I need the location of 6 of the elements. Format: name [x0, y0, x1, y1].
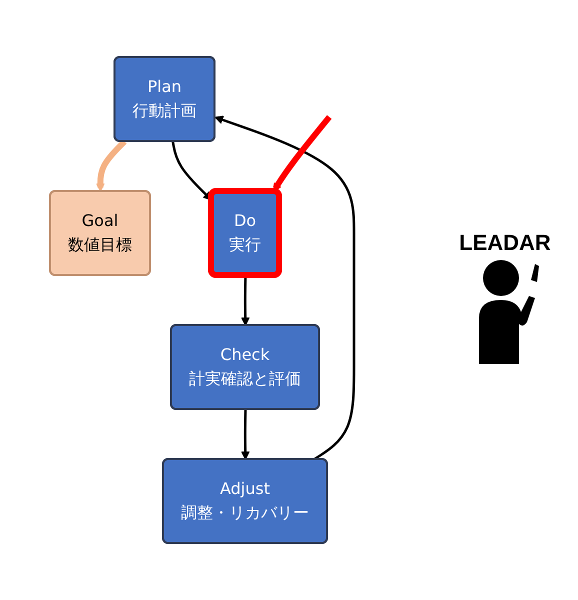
arrow	[214, 116, 356, 461]
arrow	[240, 409, 250, 460]
arrow	[172, 141, 212, 200]
leader-title: LEADAR	[459, 230, 551, 256]
arrow	[96, 139, 127, 192]
arrow	[273, 115, 332, 192]
